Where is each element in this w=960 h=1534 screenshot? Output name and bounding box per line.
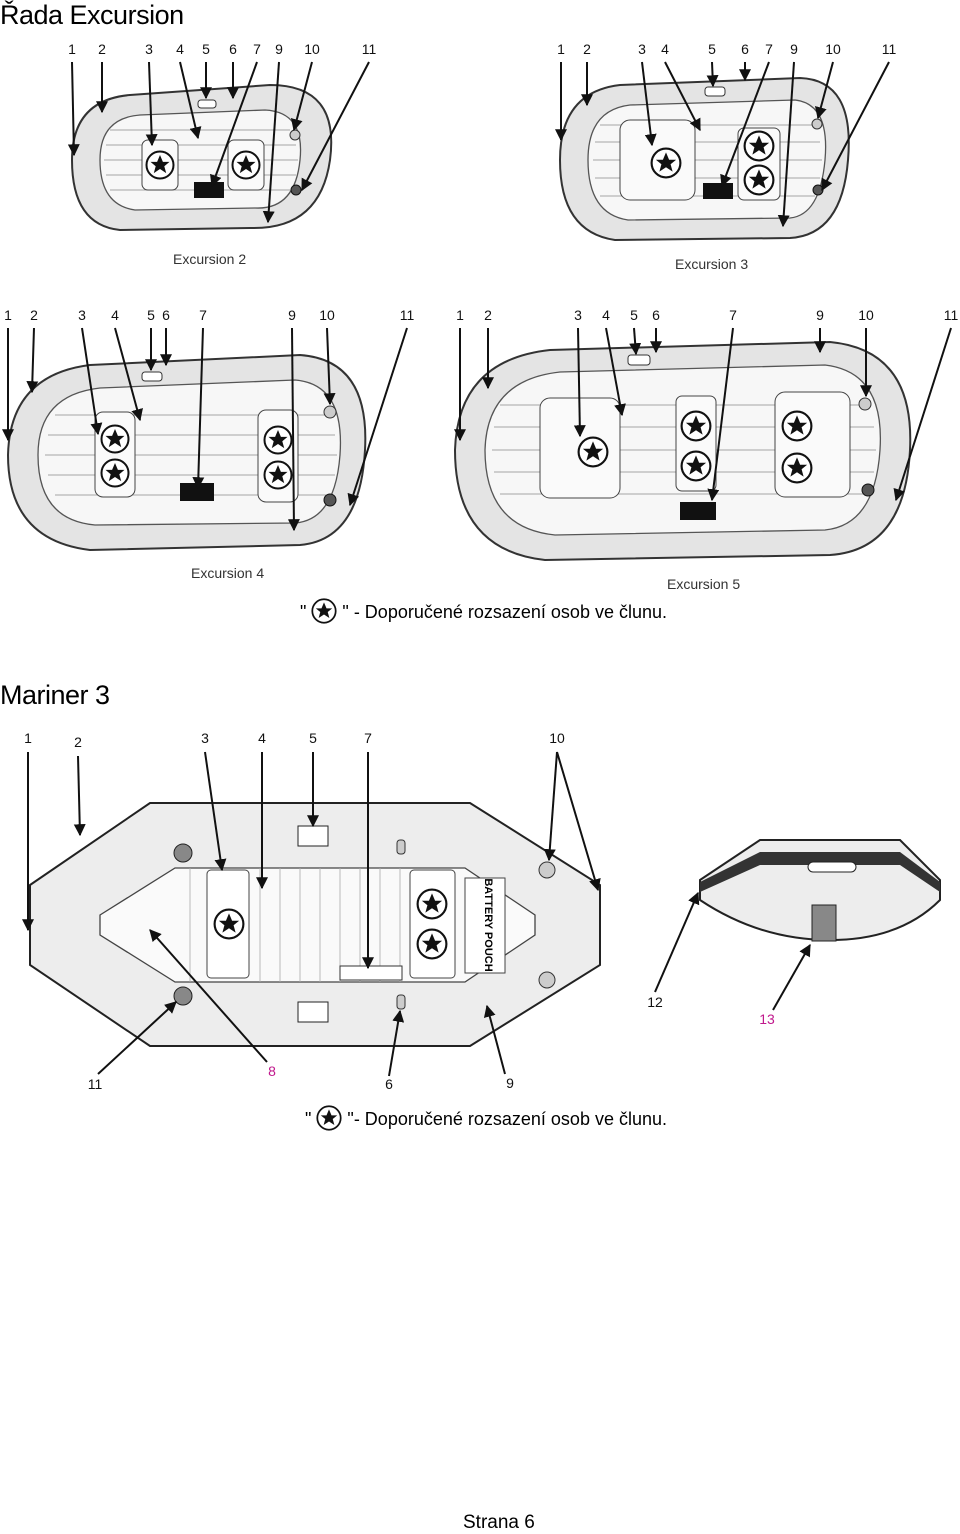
svg-text:11: 11: [400, 307, 415, 323]
svg-text:1: 1: [24, 730, 32, 746]
svg-text:11: 11: [362, 41, 377, 57]
svg-text:4: 4: [258, 730, 266, 746]
leader-lines-excursion: [2, 61, 952, 532]
svg-text:1: 1: [68, 41, 76, 57]
seat-star-icon: [316, 1105, 342, 1131]
seat-star-icon: [311, 598, 337, 624]
svg-text:8: 8: [268, 1063, 276, 1079]
boat-excursion-2: [70, 83, 333, 232]
svg-text:3: 3: [78, 307, 86, 323]
boat-excursion-4: [6, 353, 367, 552]
legend-text: - Doporučené rozsazení osob ve člunu.: [348, 602, 667, 622]
svg-text:9: 9: [790, 41, 798, 57]
svg-text:2: 2: [484, 307, 492, 323]
svg-text:1: 1: [557, 41, 565, 57]
svg-text:10: 10: [319, 307, 335, 323]
callouts-mariner: 1 2 3 4 5 7 10 8 11 6 9 12 13: [24, 730, 775, 1092]
svg-text:3: 3: [574, 307, 582, 323]
svg-text:9: 9: [275, 41, 283, 57]
page-number: Strana 6: [463, 1512, 535, 1533]
svg-text:3: 3: [638, 41, 646, 57]
svg-text:6: 6: [162, 307, 170, 323]
boat-mariner-3: BATTERY POUCH: [29, 802, 601, 1047]
svg-text:4: 4: [111, 307, 119, 323]
leader-lines-mariner: [22, 751, 811, 1077]
svg-text:3: 3: [145, 41, 153, 57]
seating-legend: " " - Doporučené rozsazení osob ve člunu…: [300, 598, 667, 624]
svg-text:4: 4: [602, 307, 610, 323]
svg-text:10: 10: [549, 730, 565, 746]
seating-legend-mariner: " "- Doporučené rozsazení osob ve člunu.: [305, 1105, 667, 1131]
quote-open: ": [305, 1109, 312, 1129]
svg-text:10: 10: [825, 41, 841, 57]
boat-label: Excursion 5: [667, 576, 740, 592]
svg-text:11: 11: [88, 1076, 103, 1092]
boat-label: Excursion 3: [675, 256, 748, 272]
quote-open: ": [300, 602, 307, 622]
svg-text:10: 10: [858, 307, 874, 323]
svg-text:3: 3: [201, 730, 209, 746]
svg-text:7: 7: [765, 41, 773, 57]
svg-text:6: 6: [741, 41, 749, 57]
section-title-mariner: Mariner 3: [0, 680, 110, 710]
svg-text:1: 1: [456, 307, 464, 323]
svg-text:7: 7: [364, 730, 372, 746]
svg-text:7: 7: [199, 307, 207, 323]
svg-text:6: 6: [385, 1076, 393, 1092]
svg-text:9: 9: [816, 307, 824, 323]
quote-close: ": [347, 1109, 354, 1129]
svg-text:9: 9: [506, 1075, 514, 1091]
svg-text:2: 2: [30, 307, 38, 323]
svg-text:5: 5: [708, 41, 716, 57]
svg-text:11: 11: [944, 307, 959, 323]
svg-text:12: 12: [647, 994, 663, 1010]
svg-text:2: 2: [74, 734, 82, 750]
boat-label: Excursion 2: [173, 251, 246, 267]
svg-text:11: 11: [882, 41, 897, 57]
mariner-diagram: BATTERY POUCH 1 2 3 4 5 7 10 8 11 6 9 12…: [22, 730, 941, 1092]
quote-close: ": [342, 602, 349, 622]
boat-excursion-3: [558, 76, 850, 242]
svg-text:7: 7: [729, 307, 737, 323]
svg-text:10: 10: [304, 41, 320, 57]
svg-text:1: 1: [4, 307, 12, 323]
svg-text:6: 6: [229, 41, 237, 57]
svg-text:4: 4: [176, 41, 184, 57]
svg-text:5: 5: [309, 730, 317, 746]
excursion-diagrams: Excursion 2 Excursion 3: [2, 41, 958, 592]
section-title-excursion: Řada Excursion: [0, 0, 184, 30]
svg-text:5: 5: [630, 307, 638, 323]
svg-text:9: 9: [288, 307, 296, 323]
svg-text:5: 5: [147, 307, 155, 323]
battery-pouch-label: BATTERY POUCH: [482, 878, 494, 971]
boat-mariner-3-bottom: [699, 839, 941, 942]
legend-text: - Doporučené rozsazení osob ve člunu.: [353, 1109, 667, 1129]
svg-text:2: 2: [583, 41, 591, 57]
svg-text:5: 5: [202, 41, 210, 57]
boat-excursion-5: [453, 340, 912, 562]
svg-text:4: 4: [661, 41, 669, 57]
svg-text:7: 7: [253, 41, 261, 57]
svg-text:6: 6: [652, 307, 660, 323]
svg-text:13: 13: [759, 1011, 775, 1027]
svg-text:2: 2: [98, 41, 106, 57]
boat-label: Excursion 4: [191, 565, 264, 581]
